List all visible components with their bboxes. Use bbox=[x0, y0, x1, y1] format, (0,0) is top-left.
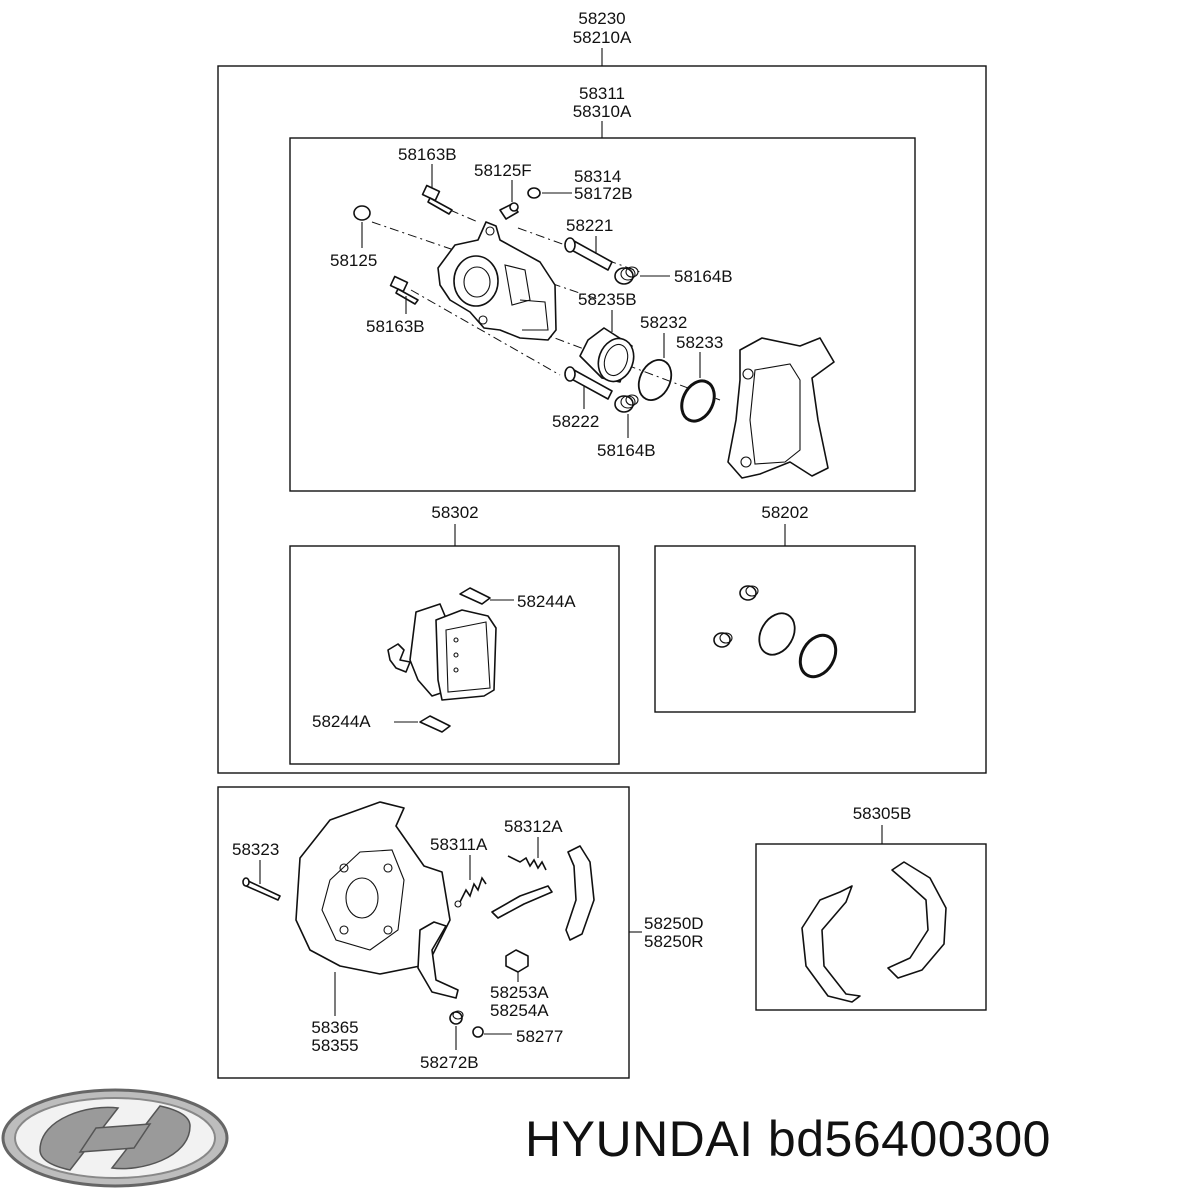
label-shim-bottom: 58244A bbox=[312, 712, 371, 731]
screw-58277-icon bbox=[472, 1026, 484, 1038]
spring-58272b-icon bbox=[449, 1010, 464, 1025]
label-dust-cover-2: 58355 bbox=[311, 1036, 358, 1055]
label-parking-brake-2: 58250R bbox=[644, 932, 704, 951]
frame-seal-kit bbox=[654, 545, 916, 713]
label-seal-kit: 58202 bbox=[761, 503, 808, 522]
guide-pin-58221-icon bbox=[564, 237, 613, 271]
label-guide-pin-lower: 58222 bbox=[552, 412, 599, 431]
label-guide-pin-upper: 58221 bbox=[566, 216, 613, 235]
adjuster-58253a-icon bbox=[505, 949, 529, 973]
label-caliper-body-2: 58310A bbox=[573, 102, 632, 121]
label-boot-lower: 58164B bbox=[597, 441, 656, 460]
seal-kit-icon bbox=[713, 585, 838, 679]
label-shoe-kit: 58305B bbox=[853, 804, 912, 823]
dust-cover-icon bbox=[295, 801, 451, 975]
caliper-bracket-icon bbox=[727, 337, 835, 479]
cap-58125-icon bbox=[353, 205, 371, 221]
bolt-58163b-bottom-icon bbox=[389, 275, 419, 305]
strut-lever-icon bbox=[491, 885, 553, 919]
label-pad-kit: 58302 bbox=[431, 503, 478, 522]
label-shim-top: 58244A bbox=[517, 592, 576, 611]
brand-caption: HYUNDAI bd56400300 bbox=[525, 1111, 1051, 1167]
boot-58164b-lower-icon bbox=[614, 394, 639, 413]
label-bleeder-pair-1: 58314 bbox=[574, 167, 621, 186]
label-piston-boot: 58233 bbox=[676, 333, 723, 352]
label-adjuster-spring: 58311A bbox=[430, 835, 488, 854]
shoe-kit-icon bbox=[801, 861, 947, 1003]
label-backing-pin: 58323 bbox=[232, 840, 279, 859]
caliper-body-drawing bbox=[371, 209, 721, 401]
cap-58314-icon bbox=[527, 187, 541, 199]
bleeder-58125f-icon bbox=[499, 202, 519, 220]
label-assembly-main-1: 58230 bbox=[578, 9, 625, 28]
label-bleeder-pair-2: 58172B bbox=[574, 184, 633, 203]
shim-58244a-top-icon bbox=[459, 587, 491, 605]
label-bleeder-cap: 58125F bbox=[474, 161, 532, 180]
backing-pin-58323-icon bbox=[242, 877, 281, 901]
shim-58244a-bottom-icon bbox=[419, 715, 451, 733]
label-dust-cover-1: 58365 bbox=[311, 1018, 358, 1037]
label-parking-brake-1: 58250D bbox=[644, 914, 704, 933]
label-adjuster-2: 58254A bbox=[490, 1001, 549, 1020]
bolt-58163b-top-icon bbox=[421, 184, 453, 215]
brake-pads-icon bbox=[387, 603, 497, 701]
parking-shoe-right-icon bbox=[565, 845, 595, 941]
label-boot-upper: 58164B bbox=[674, 267, 733, 286]
label-screw-lower: 58277 bbox=[516, 1027, 563, 1046]
label-caliper-body-1: 58311 bbox=[579, 84, 625, 103]
label-piston: 58235B bbox=[578, 290, 637, 309]
label-assembly-main-2: 58210A bbox=[573, 28, 632, 47]
frame-shoe-kit bbox=[755, 843, 987, 1011]
label-guide-bolt-top: 58163B bbox=[398, 145, 457, 164]
piston-seal-58232-icon bbox=[637, 359, 673, 401]
spring-58311a-icon bbox=[454, 876, 487, 908]
label-piston-seal: 58232 bbox=[640, 313, 687, 332]
hyundai-logo-icon bbox=[1, 1088, 229, 1188]
label-spring-lower: 58272B bbox=[420, 1053, 479, 1072]
guide-pin-58222-icon bbox=[564, 366, 613, 400]
label-guide-bolt-bottom: 58163B bbox=[366, 317, 425, 336]
parking-shoe-left-icon bbox=[417, 921, 459, 999]
label-cap: 58125 bbox=[330, 251, 377, 270]
label-adjuster-1: 58253A bbox=[490, 983, 549, 1002]
piston-boot-58233-icon bbox=[680, 379, 716, 423]
label-return-spring: 58312A bbox=[504, 817, 563, 836]
spring-58312a-icon bbox=[507, 855, 547, 871]
piston-58235b-icon bbox=[579, 327, 635, 383]
boot-58164b-upper-icon bbox=[614, 266, 639, 285]
